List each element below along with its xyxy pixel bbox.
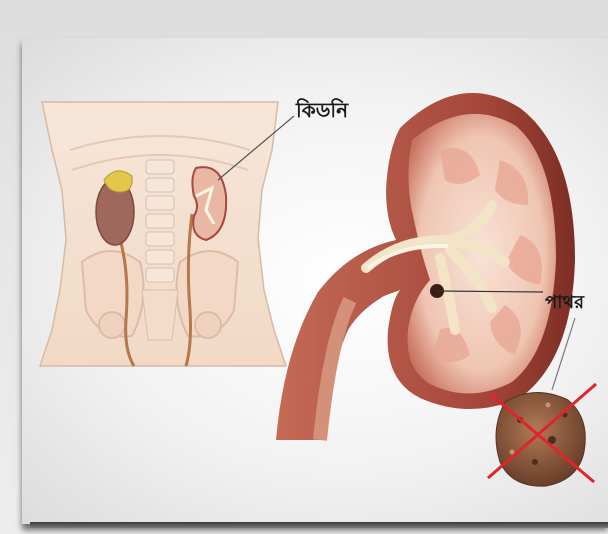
spine <box>142 160 178 340</box>
kidney-label: কিডনি <box>296 100 348 120</box>
large-kidney <box>276 93 575 440</box>
stone-label: পাথর <box>545 294 584 312</box>
